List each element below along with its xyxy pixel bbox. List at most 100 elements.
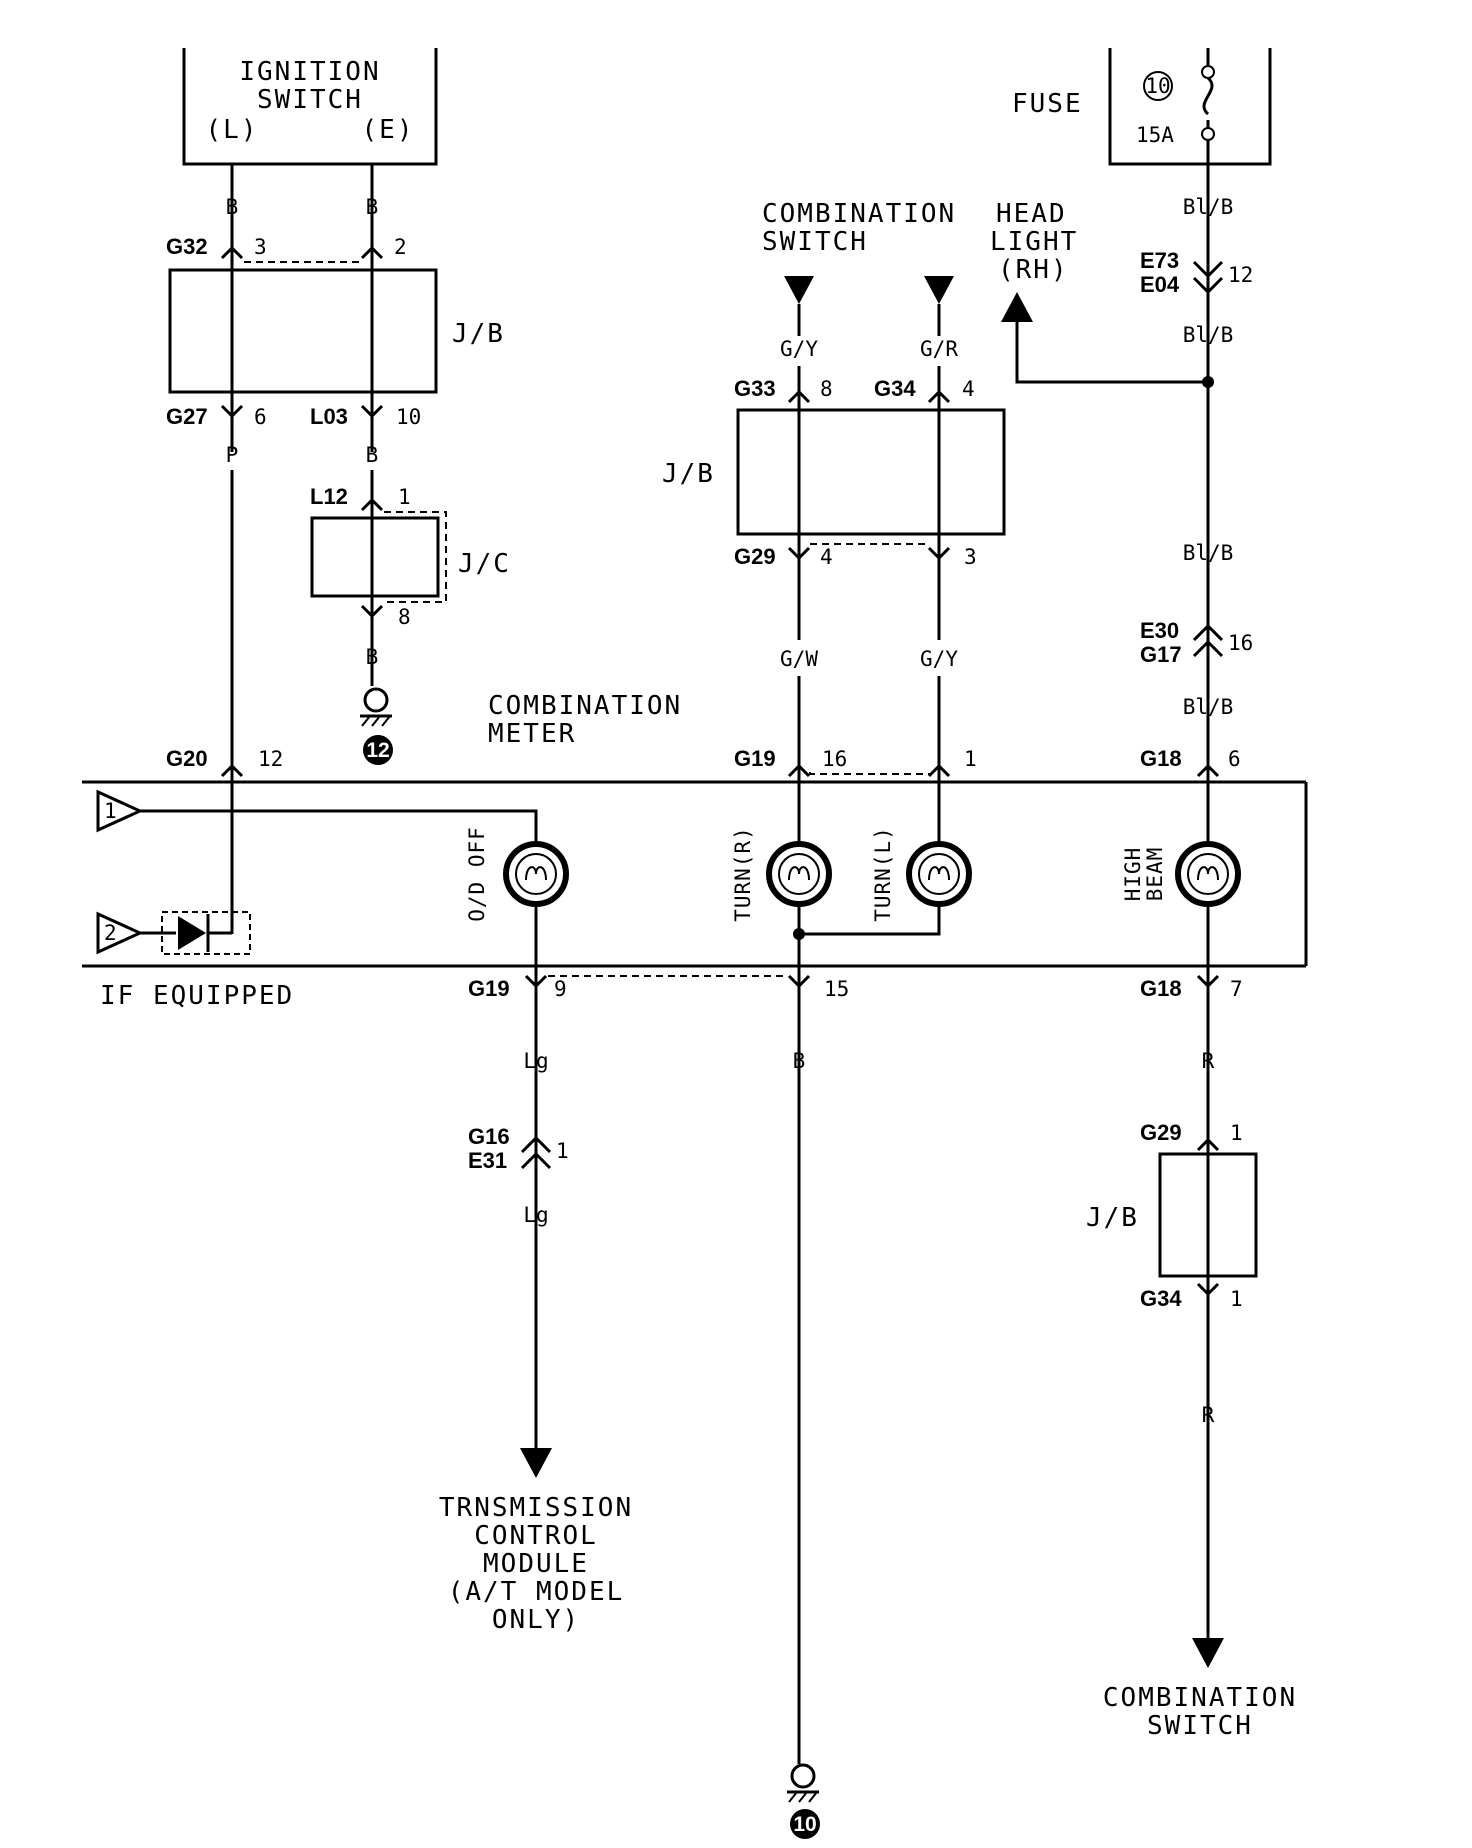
terminal-2-label: 2 bbox=[104, 921, 117, 945]
junction-block-2 bbox=[736, 408, 1006, 536]
pin-10: 10 bbox=[396, 405, 421, 429]
connector-g29: G29 bbox=[1140, 1120, 1182, 1145]
connector-g17: G17 bbox=[1140, 642, 1182, 667]
pin-8: 8 bbox=[820, 377, 833, 401]
wire-color-lg: Lg bbox=[523, 1203, 548, 1227]
turn-left-label: TURN(L) bbox=[871, 826, 895, 922]
pin-1: 1 bbox=[964, 747, 977, 771]
headlight-label-3: (RH) bbox=[998, 255, 1069, 285]
arrow-down-icon bbox=[1192, 1638, 1224, 1668]
combination-switch-label-2: SWITCH bbox=[762, 227, 868, 257]
ground-number-12: 12 bbox=[366, 739, 389, 762]
connector-g16: G16 bbox=[468, 1124, 510, 1149]
connector-g33: G33 bbox=[734, 376, 776, 401]
combination-switch-bottom-label-2: SWITCH bbox=[1147, 1711, 1253, 1741]
high-beam-lamp: HIGH BEAM bbox=[1121, 841, 1241, 907]
high-beam-label-1: HIGH bbox=[1121, 847, 1145, 902]
pin-16: 16 bbox=[1228, 631, 1253, 655]
connector-g20: G20 bbox=[166, 746, 208, 771]
connector-g34: G34 bbox=[874, 376, 916, 401]
wire-color-lg: Lg bbox=[523, 1049, 548, 1073]
pin-4: 4 bbox=[820, 545, 833, 569]
wire-color-blb: Bl/B bbox=[1183, 695, 1234, 719]
wire-color-gw: G/W bbox=[780, 647, 818, 671]
pin-7: 7 bbox=[1230, 977, 1243, 1001]
wire-color-blb: Bl/B bbox=[1183, 323, 1234, 347]
ignition-circuit: B B G32 3 2 J/B G27 6 L03 10 P B L12 1 J… bbox=[166, 164, 511, 934]
headlight-label-1: HEAD bbox=[996, 199, 1067, 229]
high-beam-output-circuit: R G29 1 J/B G34 1 R COMBINATION SWITCH bbox=[1086, 966, 1295, 1741]
wire-color-b: B bbox=[226, 195, 239, 219]
junction-block-label: J/B bbox=[452, 319, 505, 349]
connector-g29: G29 bbox=[734, 544, 776, 569]
combination-meter: COMBINATION METER G20 12 G19 16 1 G18 6 … bbox=[82, 691, 1308, 1011]
wire-color-b: B bbox=[366, 443, 379, 467]
tcm-label-5: ONLY) bbox=[492, 1605, 580, 1635]
od-off-lamp: O/D OFF bbox=[465, 826, 569, 966]
tcm-label-1: TRNSMISSION bbox=[439, 1493, 633, 1523]
splice-dot bbox=[1202, 376, 1214, 388]
pin-12: 12 bbox=[1228, 263, 1253, 287]
joint-connector-label: J/C bbox=[458, 549, 511, 579]
connector-g19: G19 bbox=[468, 976, 510, 1001]
arrow-down-icon bbox=[520, 1448, 552, 1478]
turn-right-lamp: TURN(R) bbox=[731, 826, 832, 922]
fuse-icon bbox=[1201, 48, 1215, 141]
connector-g18: G18 bbox=[1140, 746, 1182, 771]
terminal-1-label: 1 bbox=[104, 799, 117, 823]
joint-connector bbox=[310, 516, 440, 598]
pin-3: 3 bbox=[254, 235, 267, 259]
diode-icon bbox=[161, 911, 251, 955]
ground-number-10: 10 bbox=[793, 1813, 816, 1836]
connector-l03: L03 bbox=[310, 404, 348, 429]
wire-color-blb: Bl/B bbox=[1183, 541, 1234, 565]
pin-16: 16 bbox=[822, 747, 847, 771]
connector-g18: G18 bbox=[1140, 976, 1182, 1001]
pin-9: 9 bbox=[554, 977, 567, 1001]
wire-color-b: B bbox=[366, 195, 379, 219]
pin-4: 4 bbox=[962, 377, 975, 401]
pin-15: 15 bbox=[824, 977, 849, 1001]
wire-color-gy: G/Y bbox=[920, 647, 958, 671]
tcm-label-2: CONTROL bbox=[474, 1521, 598, 1551]
ignition-terminal-e: (E) bbox=[362, 115, 415, 145]
fuse-number: 10 bbox=[1145, 74, 1170, 98]
connector-g32: G32 bbox=[166, 234, 208, 259]
terminal-2-marker bbox=[96, 911, 144, 955]
junction-block-label: J/B bbox=[662, 459, 715, 489]
turn-ground-circuit: B 10 bbox=[787, 966, 820, 1839]
ignition-switch-label-2: SWITCH bbox=[257, 85, 363, 115]
tcm-label-3: MODULE bbox=[483, 1549, 589, 1579]
turn-signal-circuit: COMBINATION SWITCH G/Y G/R G33 8 G34 4 J… bbox=[662, 199, 1006, 870]
combination-meter-label-2: METER bbox=[488, 719, 576, 749]
ground-symbol: 10 bbox=[787, 1763, 820, 1839]
od-off-label: O/D OFF bbox=[465, 826, 489, 922]
pin-1: 1 bbox=[1230, 1287, 1243, 1311]
connector-e73: E73 bbox=[1140, 248, 1179, 273]
pin-3: 3 bbox=[964, 545, 977, 569]
wire-color-gy: G/Y bbox=[780, 337, 818, 361]
wire-color-blb: Bl/B bbox=[1183, 195, 1234, 219]
terminal-1-marker bbox=[96, 789, 144, 833]
combination-meter-label-1: COMBINATION bbox=[488, 691, 682, 721]
connector-e04: E04 bbox=[1140, 272, 1180, 297]
fuse-rating: 15A bbox=[1136, 123, 1174, 147]
pin-1: 1 bbox=[398, 485, 411, 509]
ignition-switch-label-1: IGNITION bbox=[239, 57, 380, 87]
connector-g27: G27 bbox=[166, 404, 208, 429]
fuse-label: FUSE bbox=[1012, 89, 1083, 119]
tcm-label-4: (A/T MODEL bbox=[448, 1577, 625, 1607]
connector-e30: E30 bbox=[1140, 618, 1179, 643]
connector-g34: G34 bbox=[1140, 1286, 1182, 1311]
wire-color-r: R bbox=[1202, 1403, 1215, 1427]
ground-symbol: 12 bbox=[360, 687, 393, 765]
ignition-terminal-l: (L) bbox=[206, 115, 259, 145]
arrow-down-icon bbox=[784, 276, 814, 304]
wire-color-p: P bbox=[226, 443, 239, 467]
wire-color-r: R bbox=[1202, 1049, 1215, 1073]
headlight-label-2: LIGHT bbox=[990, 227, 1078, 257]
pin-2: 2 bbox=[394, 235, 407, 259]
turn-right-label: TURN(R) bbox=[731, 826, 755, 922]
high-beam-circuit: FUSE 10 15A Bl/B E73 E04 12 Bl/B HEAD LI… bbox=[990, 48, 1272, 870]
